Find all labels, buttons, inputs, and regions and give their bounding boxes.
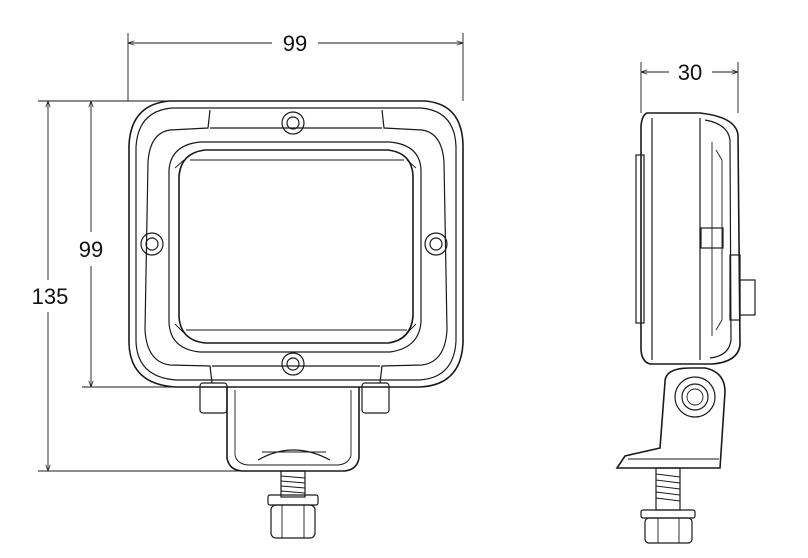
screw-bottom — [281, 352, 305, 376]
screw-top — [281, 111, 305, 135]
dim-label-lens-height: 99 — [79, 237, 103, 262]
screw-left — [140, 232, 164, 256]
dim-label-total-height: 135 — [32, 284, 69, 309]
screw-right — [424, 232, 448, 256]
dim-label-side-depth: 30 — [678, 60, 702, 85]
dimension-front-width: 99 — [127, 31, 464, 101]
front-bolt — [267, 470, 319, 539]
front-view — [128, 100, 464, 539]
dimension-lens-height: 99 — [79, 100, 200, 388]
dim-label-front-width: 99 — [283, 31, 307, 56]
dimension-total-height: 135 — [32, 100, 240, 472]
dimension-side-depth: 30 — [640, 60, 739, 113]
side-view — [615, 112, 756, 544]
side-bolt — [640, 467, 696, 544]
